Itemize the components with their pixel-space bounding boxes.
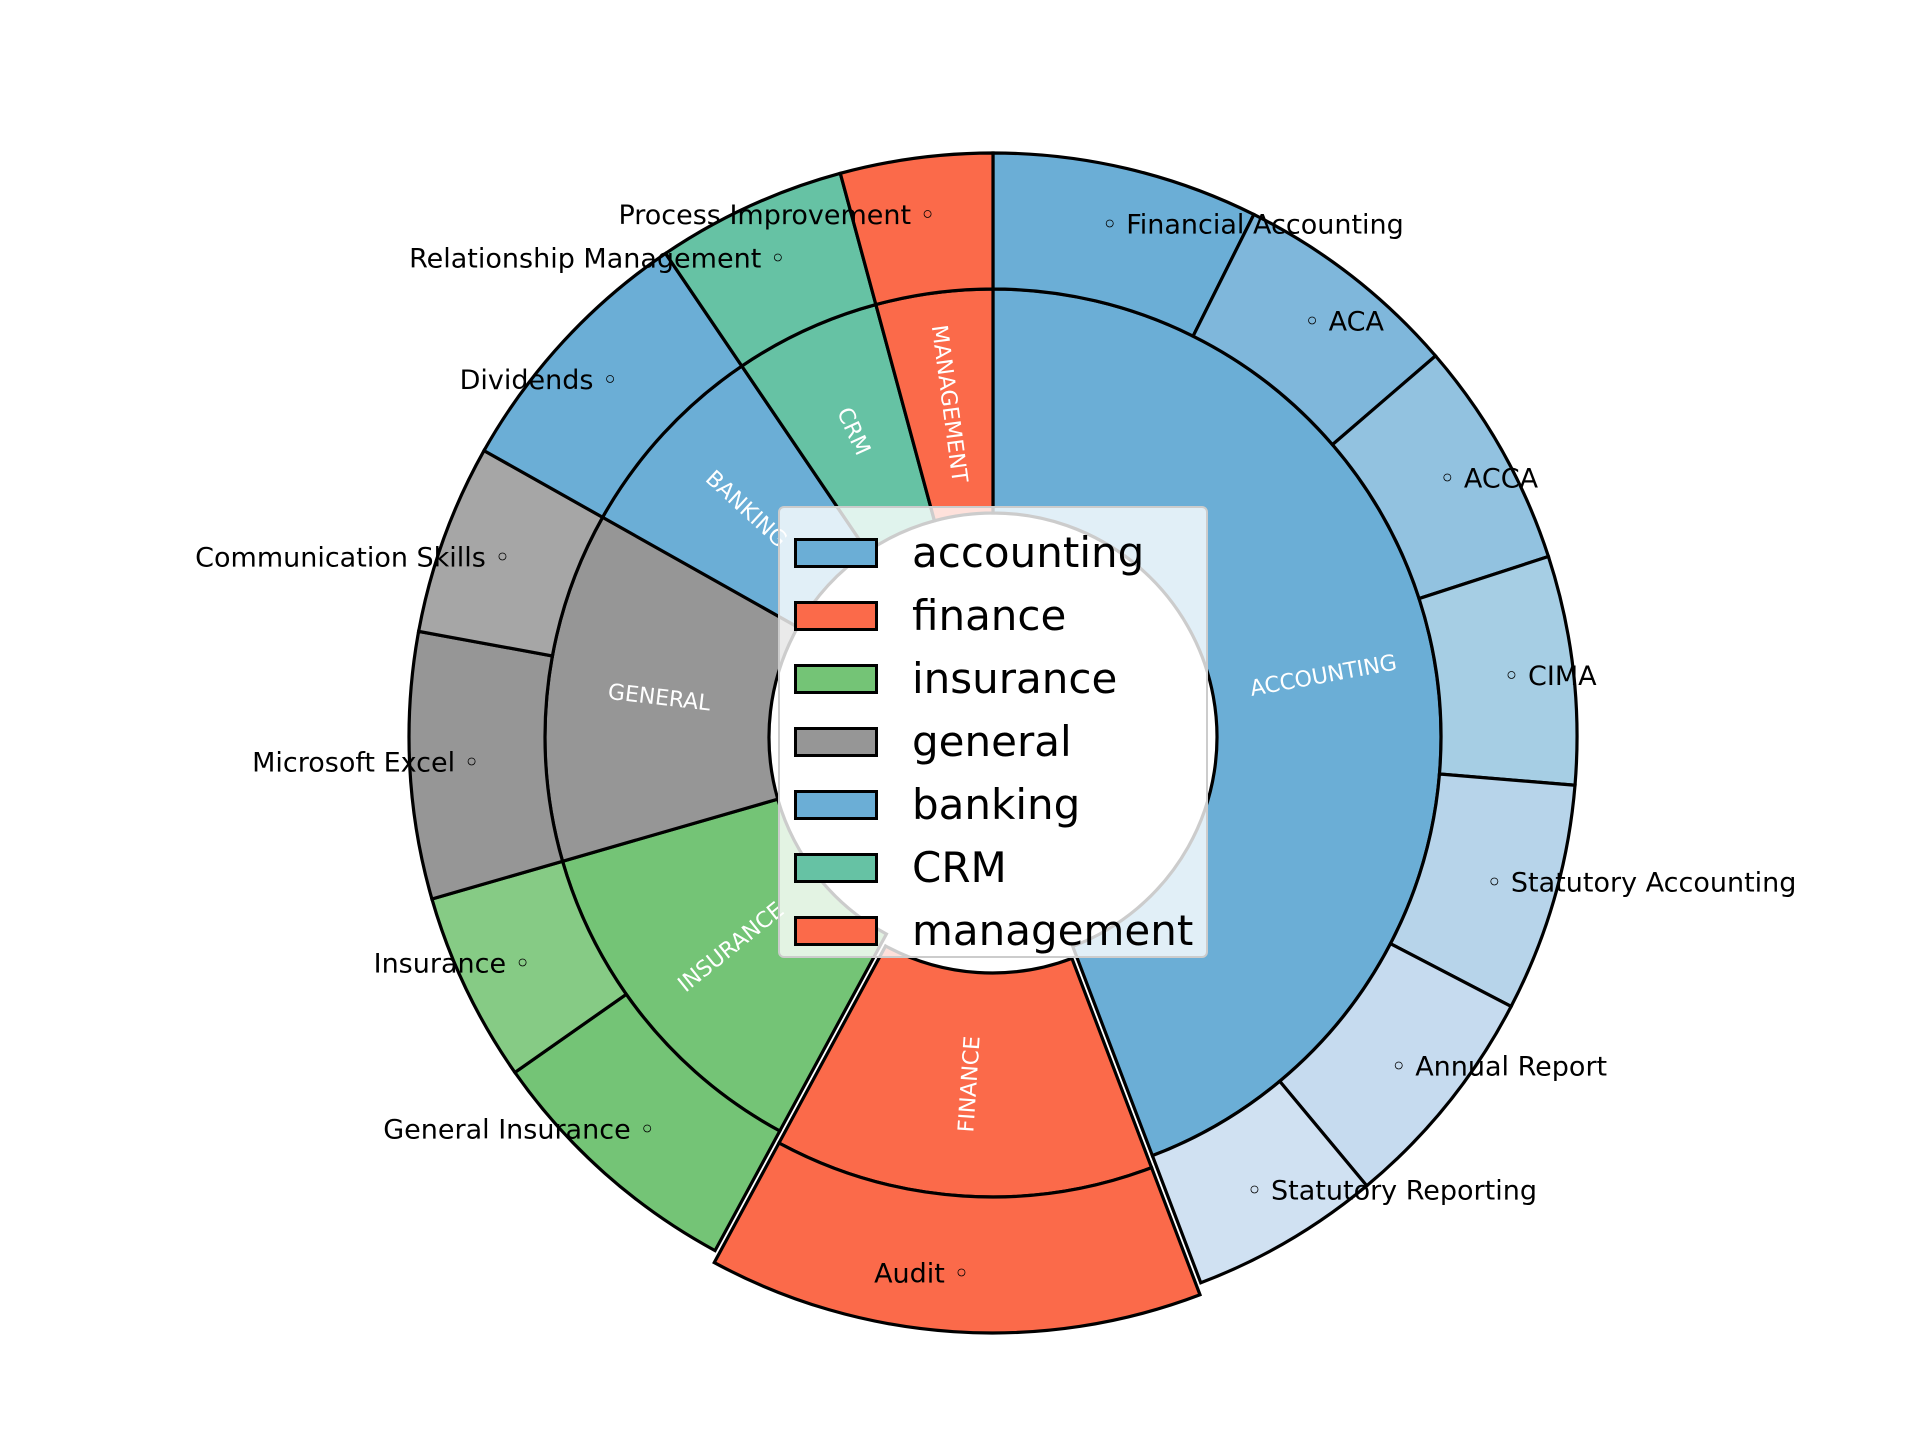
outer-wedge-audit: [712, 1140, 1203, 1335]
legend-swatch: [794, 852, 878, 883]
legend-item-accounting: accounting: [794, 521, 1206, 584]
outer-label-process-improvement: Process Improvement ◦: [618, 200, 935, 231]
outer-label-annual-report: ◦ Annual Report: [1391, 1051, 1607, 1082]
legend-item-banking: banking: [794, 773, 1206, 836]
legend-label: banking: [912, 780, 1081, 829]
outer-label-microsoft-excel: Microsoft Excel ◦: [252, 748, 479, 779]
legend-label: accounting: [912, 528, 1145, 577]
legend-label: insurance: [912, 654, 1118, 703]
legend-swatch: [794, 537, 878, 568]
outer-label-statutory-accounting: ◦ Statutory Accounting: [1486, 867, 1796, 898]
outer-label-statutory-reporting: ◦ Statutory Reporting: [1247, 1176, 1538, 1207]
legend-swatch: [794, 726, 878, 757]
legend-item-finance: finance: [794, 584, 1206, 647]
legend-item-management: management: [794, 899, 1206, 962]
legend-item-general: general: [794, 710, 1206, 773]
outer-label-audit: Audit ◦: [874, 1258, 969, 1289]
outer-label-cima: ◦ CIMA: [1504, 661, 1598, 692]
legend-swatch: [794, 789, 878, 820]
legend-label: management: [912, 906, 1194, 955]
outer-ring: [407, 151, 1579, 1335]
legend-item-insurance: insurance: [794, 647, 1206, 710]
outer-label-acca: ◦ ACCA: [1439, 464, 1538, 495]
legend-label: general: [912, 717, 1072, 766]
chart-legend: accounting finance insurance general banking…: [778, 506, 1208, 958]
outer-label-communication-skills: Communication Skills ◦: [195, 543, 510, 574]
outer-label-relationship-management: Relationship Management ◦: [409, 243, 786, 274]
outer-ring-labels: ◦ Financial Accounting ◦ ACA ◦ ACCA ◦ CIMA ◦…: [195, 200, 1796, 1289]
outer-label-dividends: Dividends ◦: [460, 365, 618, 396]
legend-label: CRM: [912, 843, 1007, 892]
outer-label-aca: ◦ ACA: [1304, 306, 1384, 337]
legend-swatch: [794, 663, 878, 694]
legend-item-crm: CRM: [794, 836, 1206, 899]
outer-wedge-statutory-reporting: [1150, 1078, 1369, 1285]
legend-swatch: [794, 915, 878, 946]
outer-label-insurance: Insurance ◦: [374, 949, 531, 980]
outer-label-general-insurance: General Insurance ◦: [383, 1114, 655, 1145]
legend-label: finance: [912, 591, 1067, 640]
legend-swatch: [794, 600, 878, 631]
outer-label-financial-accounting: ◦ Financial Accounting: [1102, 210, 1404, 241]
outer-wedge-process-improvement: [838, 151, 995, 307]
